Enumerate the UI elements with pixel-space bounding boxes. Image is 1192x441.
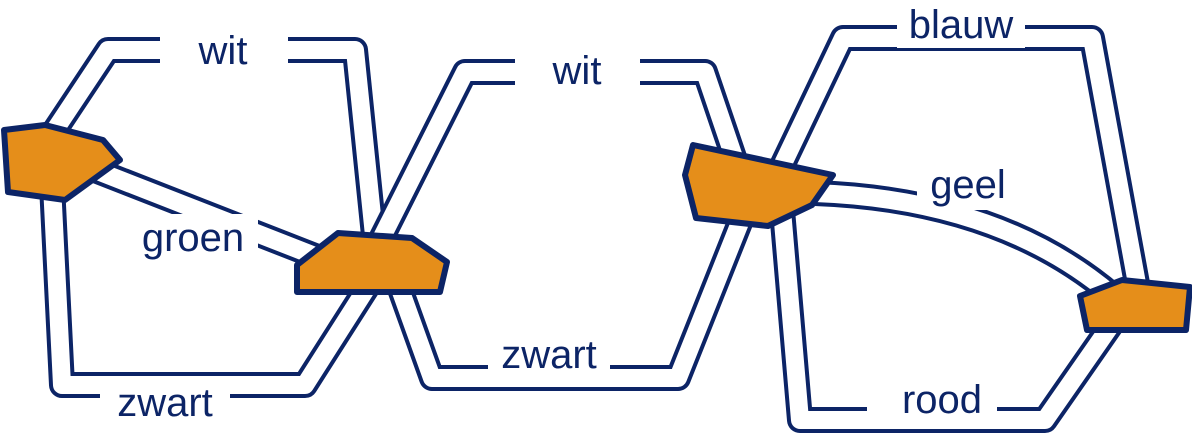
edge-label-geel: geel bbox=[930, 163, 1006, 207]
edge-label-groen: groen bbox=[142, 216, 244, 260]
edge-label-zwart-middle: zwart bbox=[501, 333, 597, 377]
junction-node-4 bbox=[1077, 277, 1192, 333]
junction-node-2 bbox=[294, 230, 450, 295]
edge-label-zwart-left: zwart bbox=[117, 381, 213, 425]
edge-geel bbox=[814, 180, 1121, 305]
junction-node-3 bbox=[682, 142, 836, 229]
edge-wit-middle bbox=[366, 59, 753, 251]
edge-label-rood: rood bbox=[902, 378, 982, 422]
edge-label-blauw: blauw bbox=[909, 3, 1014, 47]
junction-node-1 bbox=[1, 122, 123, 203]
edge-label-wit-left: wit bbox=[198, 29, 248, 73]
edge-label-wit-middle: wit bbox=[552, 49, 602, 93]
